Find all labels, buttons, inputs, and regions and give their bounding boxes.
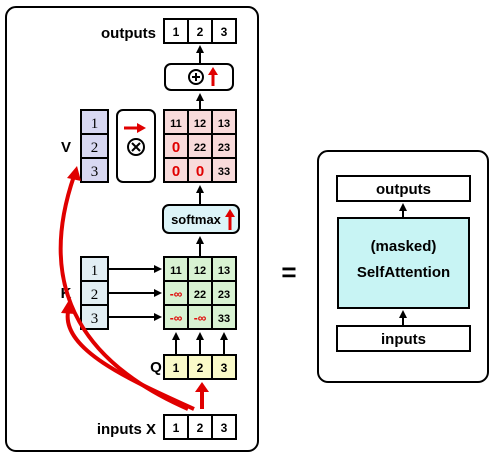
bottom-cell-12: 12 bbox=[194, 265, 206, 277]
bottom-cell-21: -∞ bbox=[170, 287, 183, 301]
v-label: V bbox=[61, 139, 71, 156]
bottom-matrix: 11 12 13 -∞ 22 23 -∞ -∞ 33 bbox=[163, 256, 237, 330]
selfattention-box bbox=[337, 217, 470, 309]
q-cell-1: 1 bbox=[173, 361, 180, 375]
bottom-cell-33: 33 bbox=[218, 313, 230, 325]
inputs-cells: 1 2 3 bbox=[163, 414, 237, 440]
red-right-arrow-icon bbox=[124, 123, 146, 133]
q-cell-3: 3 bbox=[221, 361, 228, 375]
selfattention-label: SelfAttention bbox=[357, 264, 450, 281]
k-cell-2: 2 bbox=[91, 287, 99, 303]
bottom-cell-31: -∞ bbox=[170, 311, 183, 325]
right-inputs-label: inputs bbox=[381, 331, 426, 348]
bottom-cell-22: 22 bbox=[194, 289, 206, 301]
right-inputs-box bbox=[336, 325, 471, 352]
output-cell-2-text: 2 bbox=[197, 25, 204, 39]
bottom-cell-11: 11 bbox=[170, 265, 182, 277]
v-cell-3: 3 bbox=[91, 164, 99, 180]
red-arrow-to-v bbox=[58, 175, 189, 411]
output-cell-3-text: 3 bbox=[221, 25, 228, 39]
top-cell-33: 33 bbox=[218, 166, 230, 178]
softmax-label: softmax bbox=[171, 212, 222, 227]
top-cell-11: 11 bbox=[170, 118, 182, 130]
top-cell-32: 0 bbox=[196, 163, 204, 180]
top-cell-22: 22 bbox=[194, 142, 206, 154]
equals-sign: = bbox=[281, 257, 296, 287]
input-cell-3: 3 bbox=[221, 421, 228, 435]
top-cell-31: 0 bbox=[172, 163, 180, 180]
k-cell-1: 1 bbox=[91, 263, 99, 279]
top-matrix: 11 12 13 0 22 23 0 0 33 bbox=[163, 109, 237, 183]
top-cell-12: 12 bbox=[194, 118, 206, 130]
softmax-box bbox=[162, 204, 240, 234]
outputs-cells: 1 2 3 bbox=[163, 18, 237, 44]
input-cell-1: 1 bbox=[173, 421, 180, 435]
output-cell-3 bbox=[211, 18, 237, 44]
red-arrowhead-q bbox=[195, 382, 209, 392]
right-outputs-box bbox=[336, 175, 471, 202]
v-cell-1: 1 bbox=[91, 116, 99, 132]
red-input-arrows bbox=[58, 175, 204, 411]
k-vector: 1 2 3 bbox=[80, 256, 109, 330]
v-vector: 1 2 3 bbox=[80, 109, 109, 183]
bottom-cell-13: 13 bbox=[218, 265, 230, 277]
top-cell-21: 0 bbox=[172, 139, 180, 156]
output-cell-2 bbox=[187, 18, 213, 44]
top-cell-13: 13 bbox=[218, 118, 230, 130]
softmax-red-up-arrow-icon bbox=[225, 209, 235, 230]
red-arrowhead-v bbox=[67, 166, 81, 181]
top-cell-23: 23 bbox=[218, 142, 230, 154]
inputs-x-label: inputs X bbox=[97, 421, 156, 438]
red-up-arrow-icon bbox=[208, 67, 218, 86]
red-arrow-to-k bbox=[65, 311, 195, 411]
k-cell-3: 3 bbox=[91, 311, 99, 327]
output-cell-1-text: 1 bbox=[173, 25, 180, 39]
q-label: Q bbox=[150, 359, 162, 376]
q-vector: 1 2 3 bbox=[163, 354, 237, 380]
outputs-label: outputs bbox=[101, 25, 156, 42]
output-cell-1 bbox=[163, 18, 189, 44]
right-outputs-label: outputs bbox=[376, 181, 431, 198]
input-cell-2: 2 bbox=[197, 421, 204, 435]
red-arrowhead-k bbox=[61, 300, 75, 314]
bottom-cell-32: -∞ bbox=[194, 311, 207, 325]
bottom-cell-23: 23 bbox=[218, 289, 230, 301]
q-cell-2: 2 bbox=[197, 361, 204, 375]
masked-label: (masked) bbox=[371, 238, 437, 255]
v-cell-2: 2 bbox=[91, 140, 99, 156]
